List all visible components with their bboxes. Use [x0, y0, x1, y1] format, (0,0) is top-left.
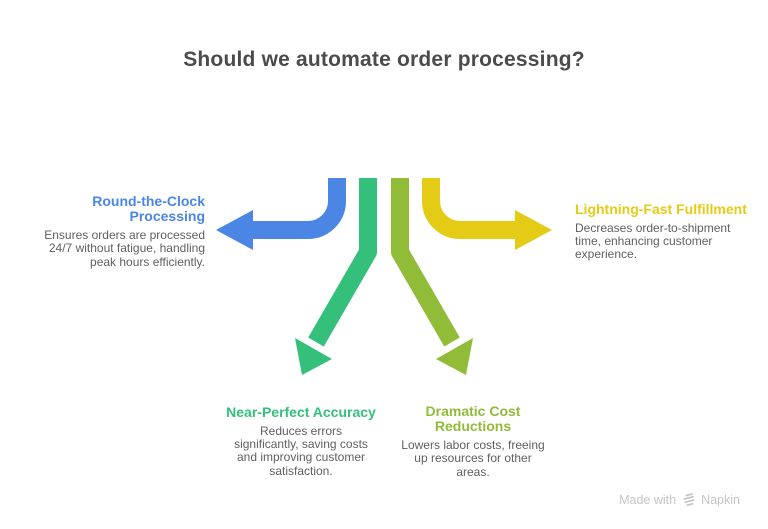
branch-heading-near-perfect-accuracy: Near-Perfect Accuracy [226, 404, 376, 420]
arrow-dramatic-cost-reductions [391, 178, 473, 375]
made-with-label: Made with [619, 492, 677, 507]
branch-lightning-fast: Lightning-Fast Fulfillment Decreases ord… [575, 201, 755, 262]
arrow-near-perfect-accuracy-head [295, 338, 332, 375]
arrow-round-the-clock-shaft [253, 178, 346, 239]
arrow-lightning-fast [422, 178, 552, 250]
napkin-brand-label: Napkin [701, 492, 740, 507]
branch-description-round-the-clock: Ensures orders are processed 24/7 withou… [44, 228, 205, 269]
branch-round-the-clock: Round-the-Clock Processing Ensures order… [27, 193, 205, 269]
branch-heading-round-the-clock: Round-the-Clock Processing [92, 193, 205, 225]
branch-description-near-perfect-accuracy: Reduces errors significantly, saving cos… [234, 424, 368, 478]
arrow-round-the-clock [216, 178, 346, 250]
branch-near-perfect-accuracy: Near-Perfect Accuracy Reduces errors sig… [221, 404, 381, 478]
arrow-lightning-fast-head [515, 210, 552, 250]
branch-description-dramatic-cost-reductions: Lowers labor costs, freeing up resources… [401, 438, 545, 479]
diagram-title: Should we automate order processing? [183, 48, 585, 71]
arrow-dramatic-cost-reductions-head [436, 338, 473, 375]
arrow-round-the-clock-head [216, 210, 253, 250]
napkin-logo-icon [683, 493, 695, 507]
made-with-napkin-link[interactable]: Made with Napkin [619, 492, 740, 507]
branch-heading-lightning-fast: Lightning-Fast Fulfillment [575, 201, 747, 217]
arrow-lightning-fast-shaft [422, 178, 515, 239]
arrow-near-perfect-accuracy-shaft [308, 178, 377, 347]
arrow-near-perfect-accuracy [295, 178, 377, 375]
branch-heading-dramatic-cost-reductions: Dramatic Cost Reductions [425, 403, 521, 435]
branch-description-lightning-fast: Decreases order-to-shipment time, enhanc… [575, 221, 731, 262]
arrow-dramatic-cost-reductions-shaft [391, 178, 460, 347]
branch-dramatic-cost-reductions: Dramatic Cost Reductions Lowers labor co… [397, 403, 549, 479]
